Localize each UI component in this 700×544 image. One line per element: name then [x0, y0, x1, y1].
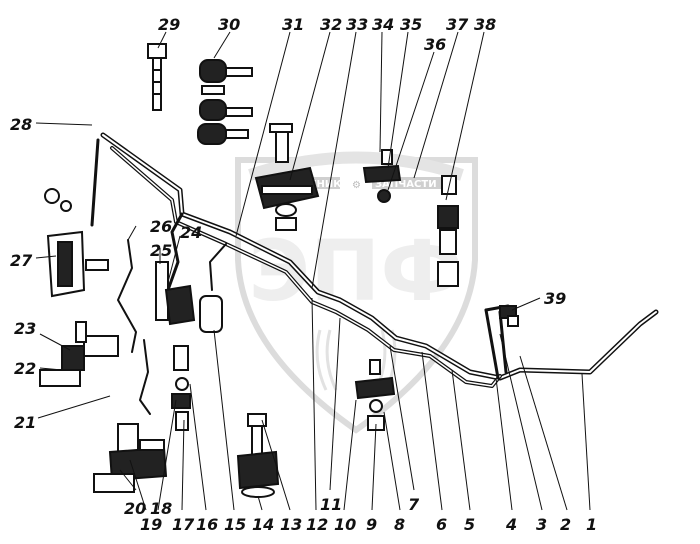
callout-1: 1 [586, 515, 597, 534]
callout-labels: 1 2 3 4 5 6 7 8 9 10 11 12 13 14 15 16 1… [10, 15, 597, 534]
callout-11: 11 [320, 495, 342, 514]
callout-31: 31 [282, 15, 304, 34]
watermark-left-text: ЕХНИКА [302, 179, 349, 190]
watermark-right-text: ЗАПЧАСТИ [375, 179, 437, 190]
callout-26: 26 [150, 217, 172, 236]
callout-15: 15 [224, 515, 246, 534]
callout-25: 25 [150, 241, 172, 260]
bracket-24-25 [155, 261, 223, 333]
bracket-27 [44, 188, 109, 298]
connector-39 [499, 305, 519, 327]
clip-8-10 [354, 359, 396, 431]
clamp-block-32 [254, 123, 320, 231]
callout-34: 34 [372, 15, 394, 34]
callout-7: 7 [408, 495, 420, 514]
callout-4: 4 [505, 515, 517, 534]
callout-14: 14 [252, 515, 274, 534]
callout-5: 5 [464, 515, 475, 534]
callout-6: 6 [436, 515, 447, 534]
callout-37: 37 [446, 15, 469, 34]
callout-38: 38 [474, 15, 496, 34]
callout-36: 36 [424, 35, 446, 54]
callout-35: 35 [400, 15, 422, 34]
callout-2: 2 [560, 515, 571, 534]
callout-32: 32 [320, 15, 342, 34]
gear-icon: ⚙ [352, 180, 361, 191]
callout-8: 8 [394, 515, 405, 534]
leader-lines [35, 31, 591, 511]
brake-pipes [90, 132, 659, 415]
callout-10: 10 [334, 515, 356, 534]
callout-23: 23 [14, 319, 36, 338]
distributor-19-20 [93, 423, 168, 493]
callout-17: 17 [172, 515, 195, 534]
callout-21: 21 [14, 413, 36, 432]
callout-33: 33 [346, 15, 368, 34]
bolt-29 [147, 43, 167, 111]
banjo-13-14 [236, 413, 280, 498]
callout-9: 9 [366, 515, 377, 534]
callout-13: 13 [280, 515, 302, 534]
callout-24: 24 [180, 223, 202, 242]
callout-19: 19 [140, 515, 162, 534]
callout-30: 30 [218, 15, 240, 34]
fittings-16-18 [171, 345, 191, 431]
parts [39, 43, 519, 498]
callout-22: 22 [14, 359, 36, 378]
clip-34-36 [362, 149, 402, 203]
callout-28: 28 [10, 115, 32, 134]
callout-27: 27 [10, 251, 33, 270]
callout-18: 18 [150, 499, 172, 518]
banjo-fittings-30 [197, 59, 253, 145]
callout-16: 16 [196, 515, 218, 534]
callout-12: 12 [306, 515, 328, 534]
watermark-shield [235, 157, 478, 434]
callout-29: 29 [158, 15, 180, 34]
callout-3: 3 [536, 515, 547, 534]
callout-39: 39 [544, 289, 566, 308]
callout-20: 20 [124, 499, 146, 518]
fitting-22-23 [39, 321, 119, 387]
